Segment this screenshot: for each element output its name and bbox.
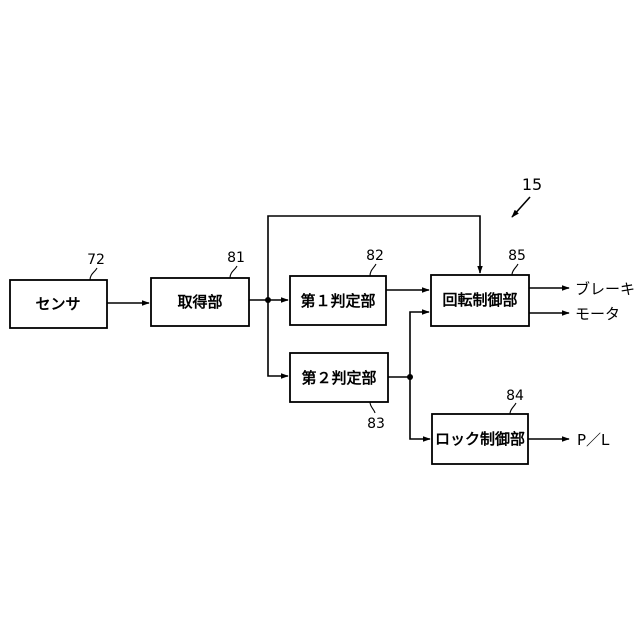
brake-output-label: ブレーキ [575,280,635,298]
lock-control-ref-number: 84 [506,388,524,404]
acquisition-ref-number: 81 [227,250,245,266]
second-judgment-ref-number: 83 [367,416,385,432]
rotation-control-block: 回転制御部 [431,275,529,326]
rotation-control-ref: 85 [508,248,526,275]
motor-output-label: モータ [575,305,620,323]
sensor-ref-number: 72 [87,252,105,268]
first-judgment-ref-number: 82 [366,248,384,264]
acquisition-ref-leader [230,266,237,278]
second-judgment-ref: 83 [367,402,385,432]
system-ref-arrow [512,197,530,217]
first-judgment-block: 第１判定部 [290,276,386,325]
rotation-control-ref-number: 85 [508,248,526,264]
acquisition-label: 取得部 [177,293,222,311]
first-judgment-ref-leader [370,264,376,276]
second-judgment-ref-leader [370,402,375,413]
second-judgment-label: 第２判定部 [301,369,376,387]
pl-output-label: P／L [577,431,610,449]
rotation-control-label: 回転制御部 [442,291,517,309]
lock-control-label: ロック制御部 [435,430,525,448]
first-judgment-ref: 82 [366,248,384,276]
lock-control-block: ロック制御部 [432,414,528,464]
acquisition-block: 取得部 [151,278,249,326]
system-ref-number: 15 [522,175,542,194]
system-ref: 15 [512,175,542,217]
sensor-label: センサ [35,295,80,313]
lock-control-ref-leader [510,403,516,414]
rotation-control-ref-leader [512,264,518,275]
sensor-ref-leader [90,268,97,280]
second-judgment-block: 第２判定部 [290,353,388,402]
lock-control-ref: 84 [506,388,524,414]
acquisition-to-second-judgment-arrow [268,300,288,376]
second-judgment-to-lock-control-arrow [410,377,430,439]
sensor-ref: 72 [87,252,105,280]
acquisition-ref: 81 [227,250,245,278]
sensor-block: センサ [10,280,107,328]
second-judgment-to-rotation-control-arrow [410,312,429,377]
first-judgment-label: 第１判定部 [300,292,375,310]
